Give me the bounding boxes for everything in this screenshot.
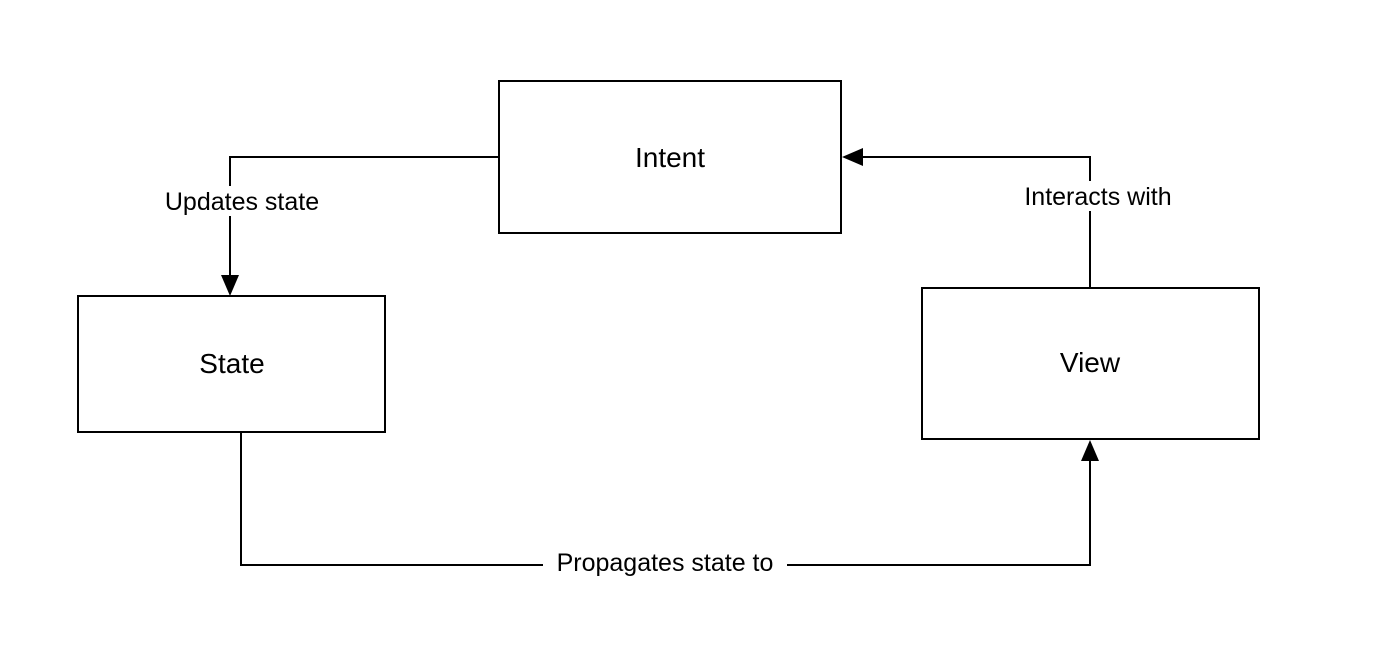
node-view-label: View	[1060, 347, 1121, 378]
edge-state-to-view: Propagates state to	[240, 432, 1099, 580]
edge-intent-to-state-label: Updates state	[165, 188, 319, 216]
node-state-box[interactable]	[77, 295, 386, 433]
node-state[interactable]: State	[77, 295, 386, 433]
node-intent-box[interactable]	[498, 80, 842, 234]
edge-view-to-intent-label-bg	[1012, 181, 1184, 211]
edge-intent-to-state-label-bg	[152, 186, 332, 216]
node-view-box[interactable]	[921, 287, 1260, 440]
node-state-label: State	[199, 348, 264, 379]
node-intent-label: Intent	[635, 142, 705, 173]
edge-view-to-intent-label: Interacts with	[1024, 183, 1171, 211]
edge-state-to-view-label-bg	[543, 548, 787, 580]
edge-intent-to-state: Updates state	[152, 156, 499, 296]
edge-state-to-view-arrowhead	[1081, 440, 1099, 461]
node-intent[interactable]: Intent	[498, 80, 842, 234]
edge-view-to-intent: Interacts with	[842, 148, 1184, 288]
edge-view-to-intent-line	[862, 156, 1091, 288]
node-view[interactable]: View	[921, 287, 1260, 440]
edge-state-to-view-label: Propagates state to	[557, 549, 774, 577]
edge-state-to-view-line	[240, 432, 1091, 566]
edge-intent-to-state-line	[229, 156, 499, 276]
edge-view-to-intent-arrowhead	[842, 148, 863, 166]
edge-intent-to-state-arrowhead	[221, 275, 239, 296]
